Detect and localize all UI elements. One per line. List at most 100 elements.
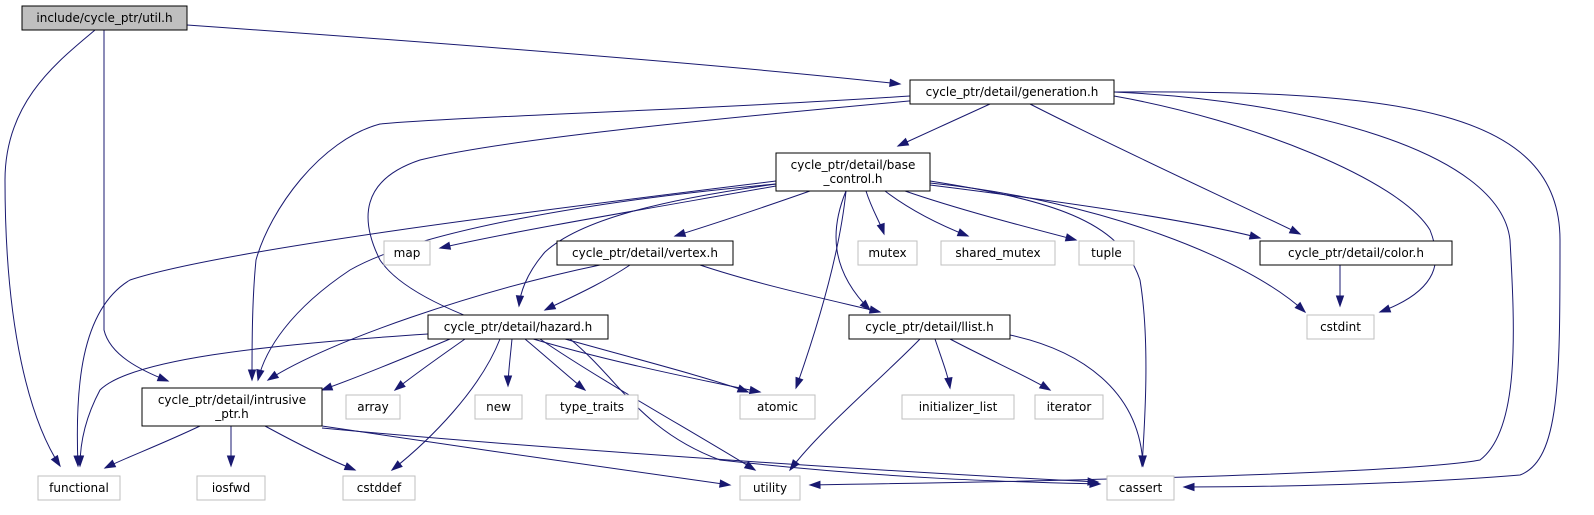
node-box bbox=[1306, 314, 1375, 340]
edge-line bbox=[524, 338, 586, 391]
edge-hazard-to-cassert bbox=[569, 338, 1102, 488]
node-type-traits: type_traits bbox=[545, 394, 639, 420]
edge-line bbox=[929, 184, 1261, 239]
edge-llist-to-initializer_list bbox=[934, 338, 953, 390]
node-label: iterator bbox=[1047, 400, 1092, 414]
edge-hazard-to-type_traits bbox=[524, 338, 587, 391]
node-shared-mutex: shared_mutex bbox=[940, 240, 1056, 266]
edge-line bbox=[321, 338, 451, 391]
edge-arrowhead bbox=[50, 454, 61, 468]
edge-line bbox=[789, 338, 921, 471]
node-box bbox=[909, 79, 1115, 105]
edge-base_control-to-color bbox=[929, 184, 1262, 240]
edge-vertex-to-llist bbox=[699, 264, 882, 314]
edge-line bbox=[518, 183, 777, 307]
node-box bbox=[1078, 240, 1135, 266]
edge-arrowhead bbox=[320, 382, 334, 391]
node-llist[interactable]: cycle_ptr/detail/llist.h bbox=[848, 314, 1011, 340]
node-box bbox=[940, 240, 1056, 266]
edge-arrowhead bbox=[673, 228, 687, 237]
edge-arrowhead bbox=[438, 241, 452, 250]
edge-hazard-to-functional bbox=[75, 333, 429, 468]
node-label: mutex bbox=[868, 246, 906, 260]
node-box bbox=[848, 314, 1011, 340]
edge-arrowhead bbox=[748, 385, 762, 395]
edge-arrowhead bbox=[1038, 380, 1052, 391]
node-box bbox=[739, 475, 801, 501]
edge-intrusive_ptr-to-cstddef bbox=[264, 425, 357, 471]
node-box bbox=[1034, 394, 1104, 420]
node-label: tuple bbox=[1091, 246, 1122, 260]
edge-line bbox=[795, 190, 847, 389]
edge-line bbox=[76, 180, 777, 467]
node-box bbox=[857, 240, 918, 266]
node-box bbox=[1259, 240, 1453, 266]
edge-arrowhead bbox=[944, 376, 953, 390]
edge-base_control-to-hazard bbox=[515, 183, 777, 308]
node-box bbox=[21, 5, 188, 31]
edge-line bbox=[544, 264, 631, 311]
node-cstddef: cstddef bbox=[342, 475, 416, 501]
edge-arrowhead bbox=[156, 373, 170, 382]
node-vertex[interactable]: cycle_ptr/detail/vertex.h bbox=[556, 240, 734, 266]
edge-vertex-to-intrusive_ptr bbox=[266, 264, 601, 381]
edge-arrowhead bbox=[789, 459, 800, 472]
nodes-layer: include/cycle_ptr/util.h cycle_ptr/detail… bbox=[21, 5, 1453, 501]
node-label: _ptr.h bbox=[214, 407, 249, 421]
edge-line bbox=[569, 338, 1101, 485]
edge-base_control-to-mutex bbox=[865, 190, 885, 236]
edge-arrowhead bbox=[103, 459, 117, 469]
node-label: cycle_ptr/detail/intrusive bbox=[158, 393, 306, 407]
node-label: iosfwd bbox=[212, 481, 250, 495]
edge-line bbox=[929, 182, 1306, 313]
edge-arrowhead bbox=[736, 384, 750, 393]
node-box bbox=[901, 394, 1015, 420]
node-box bbox=[37, 475, 121, 501]
edge-hazard-to-new bbox=[503, 338, 513, 388]
edge-util-to-functional bbox=[4, 29, 96, 468]
edge-arrowhead bbox=[1248, 231, 1262, 240]
edge-arrowhead bbox=[868, 305, 882, 314]
node-label: cycle_ptr/detail/llist.h bbox=[865, 320, 993, 334]
edge-base_control-to-atomic bbox=[795, 190, 847, 390]
edge-hazard-to-array bbox=[393, 338, 466, 391]
node-map: map bbox=[383, 240, 431, 266]
edge-arrowhead bbox=[574, 380, 587, 391]
edge-generation-to-cassert bbox=[1113, 91, 1561, 492]
edge-line bbox=[904, 190, 1077, 241]
node-intrusive-ptr[interactable]: cycle_ptr/detail/intrusive_ptr.h bbox=[141, 387, 323, 427]
edge-line bbox=[394, 338, 466, 391]
edge-llist-to-cassert bbox=[1009, 334, 1147, 468]
node-label: shared_mutex bbox=[955, 246, 1040, 260]
node-label: cycle_ptr/detail/color.h bbox=[1288, 246, 1424, 260]
node-color[interactable]: cycle_ptr/detail/color.h bbox=[1259, 240, 1453, 266]
edge-arrowhead bbox=[226, 455, 236, 468]
edge-vertex-to-hazard bbox=[543, 264, 631, 311]
node-generation[interactable]: cycle_ptr/detail/generation.h bbox=[909, 79, 1115, 105]
edge-arrowhead bbox=[876, 222, 885, 236]
node-label: cassert bbox=[1119, 481, 1163, 495]
node-box bbox=[342, 475, 416, 501]
node-util[interactable]: include/cycle_ptr/util.h bbox=[21, 5, 188, 31]
edge-arrowhead bbox=[1138, 455, 1147, 468]
edge-color-to-cstdint bbox=[1335, 265, 1345, 308]
edge-arrowhead bbox=[719, 479, 732, 488]
node-iterator: iterator bbox=[1034, 394, 1104, 420]
node-label: _control.h bbox=[822, 172, 882, 186]
edge-line bbox=[439, 185, 777, 249]
edge-arrowhead bbox=[743, 460, 757, 471]
edge-line bbox=[4, 29, 96, 467]
edge-line bbox=[949, 338, 1051, 391]
edge-base_control-to-intrusive_ptr bbox=[256, 183, 777, 382]
edge-line bbox=[809, 91, 1514, 486]
node-label: cycle_ptr/detail/vertex.h bbox=[572, 246, 718, 260]
node-utility: utility bbox=[739, 475, 801, 501]
node-box bbox=[345, 394, 401, 420]
node-hazard[interactable]: cycle_ptr/detail/hazard.h bbox=[427, 314, 609, 340]
edge-generation-to-utility bbox=[808, 91, 1514, 490]
edge-line bbox=[539, 338, 756, 471]
edge-arrowhead bbox=[390, 460, 403, 471]
edge-generation-to-color bbox=[1029, 103, 1302, 235]
node-base-control[interactable]: cycle_ptr/detail/base_control.h bbox=[775, 152, 931, 192]
edge-line bbox=[1029, 103, 1301, 235]
